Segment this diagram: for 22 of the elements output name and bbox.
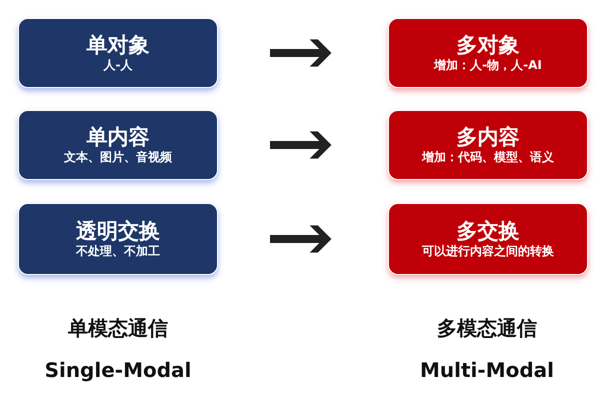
process-box (18, 110, 218, 180)
process-box (18, 203, 218, 275)
process-box (18, 18, 218, 88)
box-subtitle: 人-人 (104, 58, 132, 74)
process-box (388, 203, 588, 275)
box-title: 多内容 (456, 124, 520, 150)
box-title: 多交换 (456, 218, 520, 244)
process-box (388, 110, 588, 180)
box-title: 单对象 (86, 32, 150, 58)
english-caption: Multi-Modal (418, 358, 556, 382)
chinese-caption: 多模态通信 (436, 315, 538, 342)
box-subtitle: 增加：人-物，人-AI (434, 58, 542, 74)
process-box (388, 18, 588, 88)
box-subtitle: 增加：代码、模型、语义 (422, 150, 554, 166)
chinese-caption: 单模态通信 (67, 315, 169, 342)
box-subtitle: 不处理、不加工 (76, 244, 160, 260)
english-caption: Single-Modal (44, 358, 192, 382)
box-title: 单内容 (86, 124, 150, 150)
box-title: 透明交换 (76, 218, 160, 244)
box-title: 多对象 (456, 32, 520, 58)
box-subtitle: 可以进行内容之间的转换 (422, 244, 554, 260)
box-subtitle: 文本、图片、音视频 (64, 150, 172, 166)
